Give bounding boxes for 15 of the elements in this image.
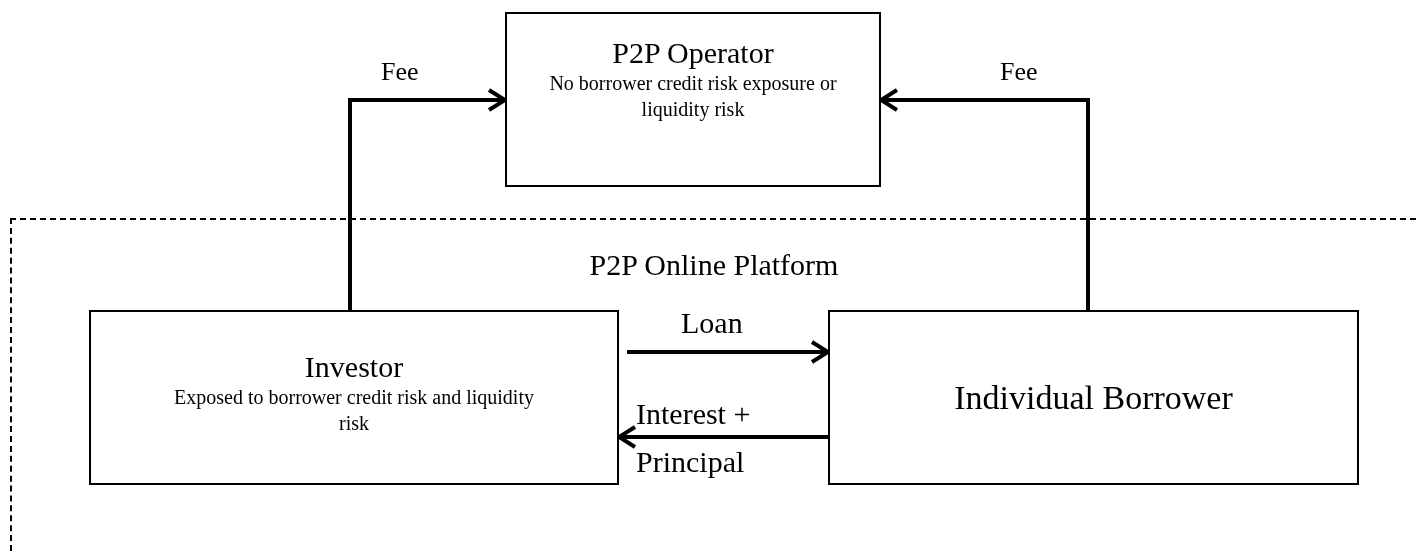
entity-name: P2P Operator: [612, 36, 774, 70]
platform-region: [10, 218, 1416, 551]
entity-description: No borrower credit risk exposure or liquidity risk: [548, 71, 838, 122]
arrow: [617, 425, 828, 449]
entity-box: [828, 310, 1359, 485]
entity-box: [505, 12, 881, 187]
region-title: P2P Online Platform: [589, 248, 839, 282]
entity-description: Exposed to borrower credit risk and liquidity risk: [173, 385, 535, 436]
arrow: [879, 88, 1090, 310]
edge-label: Interest + Principal: [635, 396, 752, 480]
arrow: [627, 340, 830, 364]
entity-box: [89, 310, 619, 485]
entity-name: Individual Borrower: [954, 378, 1233, 417]
entity-name: Investor: [304, 350, 404, 384]
arrow: [348, 88, 507, 310]
